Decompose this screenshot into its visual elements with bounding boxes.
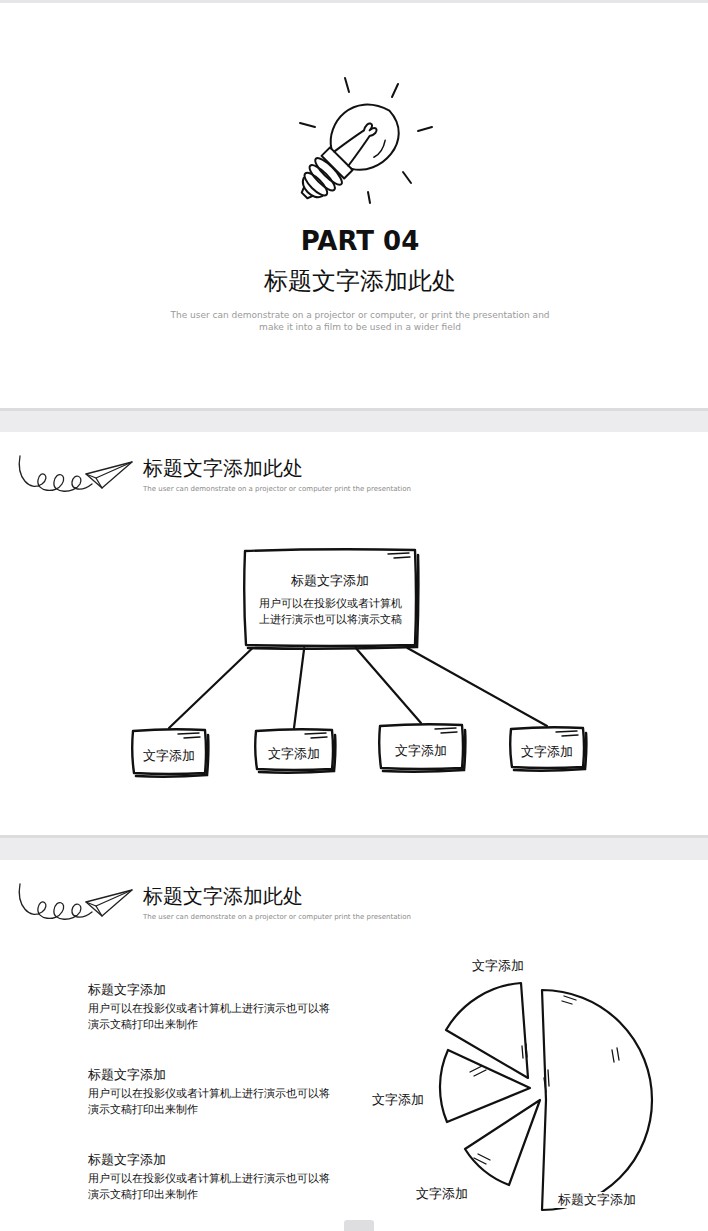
box-border [244,549,416,646]
tree-connector [407,648,547,726]
box-body: 用户可以在投影仪或者计算机上进行演示也可以将演示文稿 [254,596,406,629]
tree-connector [356,648,421,723]
slide-subtitle: The user can demonstrate on a projector … [143,485,411,494]
text-body: 用户可以在投影仪或者计算机上进行演示也可以将演示文稿打印出来制作 [88,1171,336,1203]
box-shadow-stroke [259,735,335,773]
child-box: 文字添加 [130,727,208,777]
plane-doodle [19,456,132,491]
slide-shadow [0,408,708,411]
pie-label: 文字添加 [472,958,524,974]
box-shadow-stroke [136,735,208,777]
section-subtitle: The user can demonstrate on a projector … [170,309,550,333]
box-border [510,727,584,768]
pie-label: 文字添加 [416,1186,468,1202]
child-box: 文字添加 [253,727,335,773]
plane-doodle [19,884,132,919]
box-border [255,729,333,770]
box-heading: 文字添加 [268,746,320,763]
box-heading: 文字添加 [395,743,447,760]
child-box: 文字添加 [508,725,586,771]
slide-shadow [0,835,708,838]
section-title: 标题文字添加此处 [190,266,530,296]
text-heading: 标题文字添加 [88,982,166,998]
text-body: 用户可以在投影仪或者计算机上进行演示也可以将演示文稿打印出来制作 [88,1001,336,1033]
parent-box: 标题文字添加用户可以在投影仪或者计算机上进行演示也可以将演示文稿 [242,547,418,649]
box-heading: 文字添加 [521,744,573,761]
text-body: 用户可以在投影仪或者计算机上进行演示也可以将演示文稿打印出来制作 [88,1086,336,1118]
slide-title: 标题文字添加此处 [143,456,303,481]
part-number: PART 04 [200,225,520,258]
text-heading: 标题文字添加 [88,1067,166,1083]
lightbulb-icon [283,78,432,218]
box-shadow-stroke [383,730,465,772]
slide-gap [0,408,708,432]
tree-connector [169,648,253,728]
text-heading: 标题文字添加 [88,1152,166,1168]
box-accent [556,731,578,736]
pie-label: 标题文字添加 [556,1192,638,1208]
slide-gap [0,835,708,860]
box-heading: 标题文字添加 [291,573,369,589]
child-box: 文字添加 [377,722,465,772]
box-shadow-stroke [514,733,586,771]
box-border [379,724,463,769]
box-shadow-stroke [248,555,418,649]
slide-title: 标题文字添加此处 [143,884,303,909]
pie-label: 文字添加 [372,1092,424,1108]
tree-connector [294,648,304,728]
pie-chart [440,983,652,1210]
box-accent [435,728,457,733]
page-indicator [344,1220,374,1231]
box-heading: 文字添加 [143,748,195,765]
top-strip [0,0,708,3]
slide-subtitle: The user can demonstrate on a projector … [143,913,411,922]
box-border [132,729,206,774]
box-accent [305,733,327,738]
box-accent [388,553,410,558]
box-accent [178,733,200,738]
